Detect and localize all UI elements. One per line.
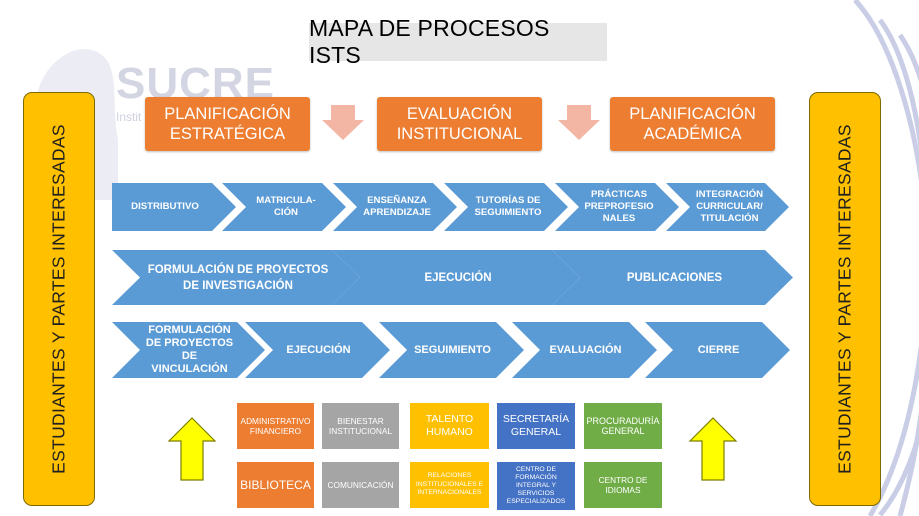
support-label: FINANCIERO <box>249 426 302 436</box>
process-label: DE VINCULACIÓN <box>151 350 228 375</box>
support-label: GENERAL <box>601 426 645 436</box>
process-label: PRÁCTICAS <box>591 189 647 200</box>
strategic-label: EVALUACIÓN <box>406 105 513 123</box>
stakeholders-label-right: ESTUDIANTES Y PARTES INTERESADAS <box>834 124 855 474</box>
support-label: ESPECIALIZADOS <box>506 498 566 505</box>
process-label: INTEGRACIÓN <box>695 189 764 200</box>
process-label: CURRICULAR/ <box>696 201 763 212</box>
decorative-arcs <box>853 0 919 516</box>
stakeholders-panel-right: ESTUDIANTES Y PARTES INTERESADAS <box>809 92 881 506</box>
process-research-execution: EJECUCIÓN <box>332 250 580 305</box>
support-label: HUMANO <box>426 426 473 438</box>
support-label: INTERNACIONALES <box>417 489 482 497</box>
support-label: SERVICIOS <box>517 490 555 497</box>
support-label: GENERAL <box>510 426 562 438</box>
process-label: DE PROYECTOS <box>145 337 234 349</box>
process-label: MATRICULA- <box>256 195 316 206</box>
strategic-label: INSTITUCIONAL <box>396 125 523 143</box>
process-label: CIERRE <box>697 343 740 356</box>
strategic-box-evaluation: EVALUACIÓN INSTITUCIONAL <box>377 97 542 151</box>
support-label: IDIOMAS <box>605 485 641 495</box>
support-comunicacion: COMUNICACIÓN <box>322 462 399 508</box>
process-research-formulation: FORMULACIÓN DE PROYECTOS DE INVESTIGACIÓN <box>112 250 360 305</box>
strategic-label: PLANIFICACIÓN <box>164 105 291 123</box>
process-distributivo: DISTRIBUTIVO <box>112 183 236 231</box>
page-title: MAPA DE PROCESOS ISTS <box>309 15 607 68</box>
support-up-arrows <box>167 417 738 481</box>
support-label: INTEGRAL Y <box>515 482 557 489</box>
process-label: EJECUCIÓN <box>424 271 492 284</box>
process-outreach-closure: CIERRE <box>645 322 790 378</box>
process-label: SEGUIMIENTO <box>414 343 491 356</box>
process-label: DE INVESTIGACIÓN <box>183 279 293 292</box>
strategic-box-planning: PLANIFICACIÓN ESTRATÉGICA <box>145 97 310 151</box>
process-label: TUTORÍAS DE <box>475 195 541 206</box>
process-label: DISTRIBUTIVO <box>131 201 199 212</box>
process-label: NALES <box>602 213 636 224</box>
support-biblioteca: BIBLIOTECA <box>237 462 314 508</box>
support-label: TALENTO <box>425 413 474 425</box>
watermark-subtext: Instit <box>116 110 142 124</box>
support-label: FORMACIÓN <box>515 474 557 481</box>
process-label: ENSEÑANZA <box>367 195 427 206</box>
process-research-publications: PUBLICACIONES <box>552 250 793 305</box>
strategic-down-arrows <box>322 105 600 140</box>
process-label: EVALUACIÓN <box>549 343 622 356</box>
support-label: INSTITUCIONAL <box>328 426 393 436</box>
support-label: ADMINISTRATIVO <box>240 416 311 426</box>
process-label: EJECUCIÓN <box>286 343 351 356</box>
support-label: CENTRO DE <box>598 475 648 485</box>
support-label: RELACIONES <box>427 472 472 480</box>
stakeholders-panel-left: ESTUDIANTES Y PARTES INTERESADAS <box>23 92 95 506</box>
process-label: TITULACIÓN <box>700 213 759 224</box>
support-label: SECRETARÍA <box>502 413 570 425</box>
support-label: BIBLIOTECA <box>240 478 311 492</box>
process-label: CIÓN <box>274 207 298 218</box>
strategic-label: PLANIFICACIÓN <box>629 105 756 123</box>
process-label: FORMULACIÓN <box>148 324 231 336</box>
process-label: FORMULACIÓN DE PROYECTOS <box>147 263 329 276</box>
support-label: BIENESTAR <box>337 416 384 426</box>
strategic-box-academic: PLANIFICACIÓN ACADÉMICA <box>610 97 775 151</box>
support-label: COMUNICACIÓN <box>327 480 394 490</box>
strategic-label: ESTRATÉGICA <box>169 125 286 143</box>
process-label: SEGUIMIENTO <box>474 207 542 218</box>
support-label: INSTITUCIONALES E <box>415 480 484 488</box>
up-arrow-left <box>167 417 217 481</box>
process-label: PUBLICACIONES <box>626 271 723 284</box>
process-label: PREPROFESIO <box>584 201 654 212</box>
support-label: CENTRO DE <box>515 466 556 473</box>
up-arrow-right <box>688 417 738 481</box>
process-label: APRENDIZAJE <box>363 207 431 218</box>
support-label: PROCURADURÍA <box>586 416 660 426</box>
strategic-label: ACADÉMICA <box>643 125 742 143</box>
stakeholders-label-left: ESTUDIANTES Y PARTES INTERESADAS <box>48 124 69 474</box>
